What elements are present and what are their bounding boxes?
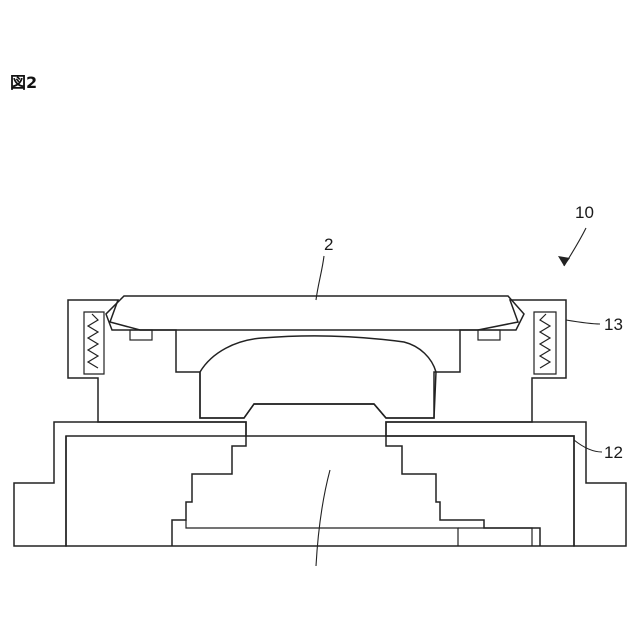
retaining-ring-right [534, 312, 556, 374]
leader-12 [574, 440, 602, 452]
leader-axis [316, 470, 330, 566]
retaining-ring-left [84, 312, 104, 374]
label-10: 10 [575, 203, 594, 222]
label-13: 13 [604, 315, 623, 334]
inner-bore [66, 436, 574, 546]
cover-window [106, 296, 524, 340]
figure-label: 図2 [10, 73, 37, 92]
leader-lines [316, 228, 602, 566]
upper-frame [68, 300, 566, 436]
label-12: 12 [604, 443, 623, 462]
arrow-10-head [558, 256, 570, 266]
leader-2 [316, 256, 324, 300]
label-2: 2 [324, 235, 333, 254]
lens-element [200, 336, 436, 418]
leader-13 [566, 320, 600, 324]
